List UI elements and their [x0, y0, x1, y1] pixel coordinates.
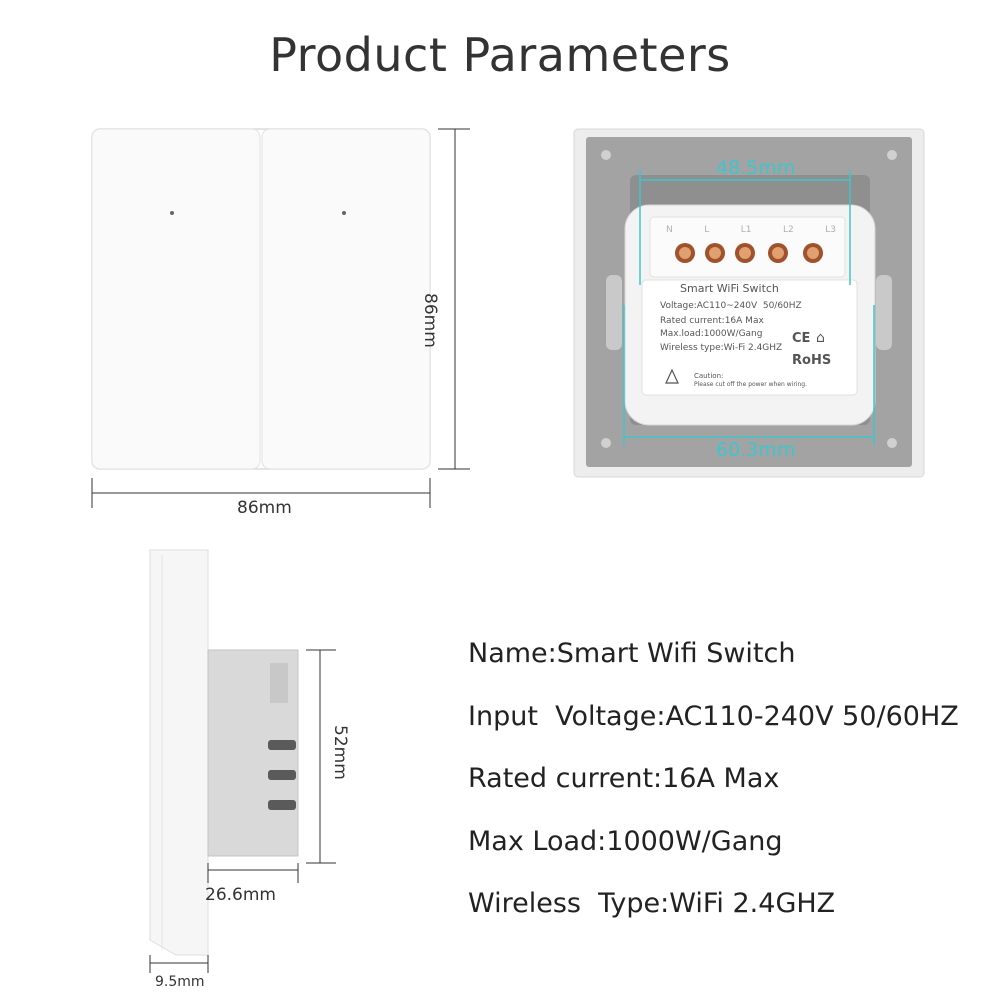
spec-rated-current: Rated current:16A Max — [468, 763, 780, 794]
spec-name: Name:Smart Wifi Switch — [468, 638, 796, 669]
side-view: 52mm 26.6mm 9.5mm — [130, 545, 380, 995]
height-dimension — [438, 128, 470, 470]
top-dimension — [639, 170, 851, 285]
terminal-l2-label: L2 — [783, 225, 794, 235]
screw-hole-tr — [887, 150, 897, 160]
module-current: Rated current:16A Max — [660, 316, 764, 326]
width-dimension — [91, 478, 431, 508]
module-name: Smart WiFi Switch — [680, 282, 779, 295]
spec-max-load: Max Load:1000W/Gang — [468, 826, 783, 857]
spec-input-voltage: Input Voltage:AC110-240V 50/60HZ — [468, 701, 959, 732]
front-view-drawing — [91, 128, 470, 508]
caution-text: Please cut off the power when wiring. — [694, 381, 807, 388]
side-view-drawing — [149, 549, 336, 973]
caution-title: Caution: — [694, 372, 724, 380]
right-indicator-led — [342, 211, 346, 215]
side-slot-3 — [268, 800, 296, 810]
side-slot-left — [606, 275, 622, 350]
depth-dimension — [306, 649, 336, 864]
side-depth-label: 52mm — [330, 725, 350, 780]
panel-dimension — [149, 955, 209, 973]
module-load: Max.load:1000W/Gang — [660, 329, 763, 339]
back-view: 48.5mm 60.3mm N L L1 L2 L3 Smart WiFi Sw… — [570, 125, 930, 480]
module-wireless: Wireless type:Wi-Fi 2.4GHZ — [660, 343, 783, 353]
side-panel-label: 9.5mm — [155, 974, 205, 990]
top-dimension-label: 48.5mm — [716, 157, 796, 179]
front-width-label: 86mm — [237, 498, 292, 518]
front-view: 86mm 86mm — [80, 118, 480, 528]
terminal-screws — [675, 243, 823, 263]
side-body-label: 26.6mm — [205, 885, 276, 905]
rating-label — [641, 279, 858, 396]
terminal-n-label: N — [666, 225, 673, 235]
screw-hole-bl — [601, 438, 611, 448]
screw-hole-br — [887, 438, 897, 448]
side-module-step — [270, 663, 288, 703]
warning-icon — [665, 368, 679, 384]
bottom-dimension — [623, 305, 875, 445]
back-view-drawing — [573, 128, 925, 478]
rohs-mark: RoHS — [792, 353, 832, 368]
right-rocker — [261, 128, 431, 470]
terminal-labels: N L L1 L2 L3 — [666, 225, 836, 235]
terminal-l1-label: L1 — [740, 225, 752, 235]
screw-hole-tl — [601, 150, 611, 160]
page-title: Product Parameters — [269, 28, 731, 82]
bottom-dimension-label: 60.3mm — [716, 439, 796, 461]
side-panel — [149, 549, 209, 956]
left-rocker — [91, 128, 261, 470]
left-indicator-led — [170, 211, 174, 215]
side-slot-right — [876, 275, 892, 350]
side-slot-1 — [268, 740, 296, 750]
front-height-label: 86mm — [420, 293, 440, 348]
module-voltage: Voltage:AC110~240V 50/60HZ — [660, 301, 802, 311]
spec-wireless-type: Wireless Type:WiFi 2.4GHZ — [468, 888, 836, 919]
terminal-l3-label: L3 — [825, 225, 836, 235]
body-dimension — [207, 863, 299, 883]
house-icon: ⌂ — [816, 330, 825, 346]
side-slot-2 — [268, 770, 296, 780]
ce-mark: CE — [792, 331, 811, 346]
terminal-l-label: L — [704, 225, 710, 235]
